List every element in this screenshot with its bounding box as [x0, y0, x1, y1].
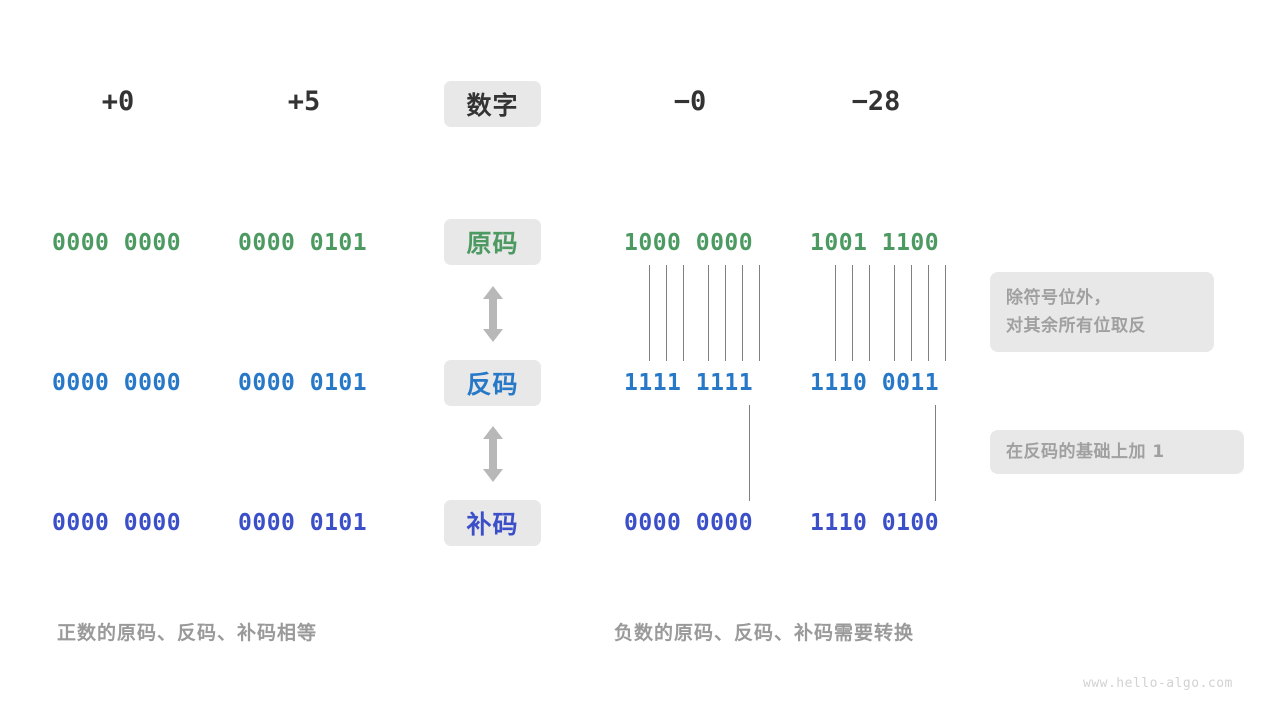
row-yuanma-value-minus-zero: 1000 0000	[624, 230, 754, 256]
header-number-minus-zero: −0	[673, 86, 707, 117]
arrow-fanma-buma	[480, 426, 506, 486]
row-chip-yuanma: 原码	[444, 219, 541, 265]
caption-negative: 负数的原码、反码、补码需要转换	[614, 622, 915, 644]
row-fanma-value-plus-zero: 0000 0000	[52, 370, 182, 396]
row-fanma-value-minus-zero: 1111 1111	[624, 370, 754, 396]
header-number-plus-five: +5	[287, 86, 321, 117]
note-invert-bits: 除符号位外， 对其余所有位取反	[990, 272, 1214, 352]
header-number-plus-zero: +0	[101, 86, 135, 117]
row-chip-buma: 补码	[444, 500, 541, 546]
row-buma-value-plus-five: 0000 0101	[238, 510, 368, 536]
row-fanma-value-minus-twentyeight: 1110 0011	[810, 370, 940, 396]
caption-positive: 正数的原码、反码、补码相等	[57, 622, 318, 644]
note-invert-bits-line-1: 除符号位外，	[1006, 288, 1111, 308]
watermark-url: www.hello-algo.com	[1083, 676, 1233, 691]
row-buma-value-minus-twentyeight: 1110 0100	[810, 510, 940, 536]
row-buma-value-plus-zero: 0000 0000	[52, 510, 182, 536]
note-add-one: 在反码的基础上加 1	[990, 430, 1244, 474]
note-add-one-line-1: 在反码的基础上加 1	[1006, 442, 1165, 462]
header-chip-number: 数字	[444, 81, 541, 127]
row-buma-value-minus-zero: 0000 0000	[624, 510, 754, 536]
row-yuanma-value-minus-twentyeight: 1001 1100	[810, 230, 940, 256]
arrow-yuanma-fanma	[480, 286, 506, 346]
row-yuanma-value-plus-five: 0000 0101	[238, 230, 368, 256]
row-fanma-value-plus-five: 0000 0101	[238, 370, 368, 396]
row-chip-fanma: 反码	[444, 360, 541, 406]
note-invert-bits-line-2: 对其余所有位取反	[1006, 316, 1146, 336]
header-number-minus-twentyeight: −28	[851, 86, 901, 117]
row-yuanma-value-plus-zero: 0000 0000	[52, 230, 182, 256]
